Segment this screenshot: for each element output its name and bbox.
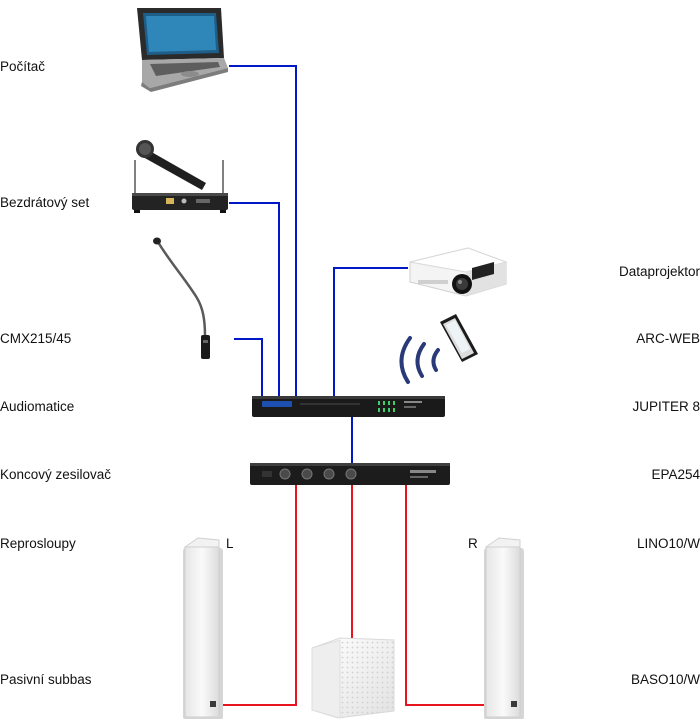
label-column-speakers: Reprosloupy xyxy=(0,536,76,551)
laptop-icon xyxy=(137,8,228,92)
label-audio-matrix-model: JUPITER 8 xyxy=(632,399,700,414)
projector-cable xyxy=(333,267,408,396)
wireless-mic-icon xyxy=(132,140,228,213)
label-gooseneck-model: CMX215/45 xyxy=(0,331,72,346)
label-amplifier: Koncový zesilovač xyxy=(0,467,112,482)
right-speaker-cable xyxy=(405,485,484,706)
label-audio-matrix: Audiomatice xyxy=(0,399,75,414)
label-amplifier-model: EPA254 xyxy=(651,467,700,482)
channel-left-label: L xyxy=(226,536,234,551)
speaker-cables xyxy=(222,485,484,706)
audio-matrix-icon xyxy=(252,396,445,417)
computer-cable xyxy=(229,65,297,396)
smartphone-icon xyxy=(440,314,478,362)
subwoofer-icon xyxy=(311,637,395,719)
label-computer: Počítač xyxy=(0,59,46,74)
wireless-set-cable xyxy=(229,202,280,396)
column-speaker-icon xyxy=(484,537,524,719)
wireless-signal-icon xyxy=(399,336,440,384)
label-projector: Dataprojektor xyxy=(618,264,700,279)
left-speaker-cable xyxy=(222,485,297,706)
label-column-speakers-model: LINO10/W xyxy=(636,536,700,551)
label-passive-sub: Pasivní subbas xyxy=(0,672,92,687)
projector-icon xyxy=(409,247,508,297)
channel-right-label: R xyxy=(468,536,478,551)
label-wireless-set: Bezdrátový set xyxy=(0,195,90,210)
column-speaker-icon xyxy=(183,537,223,719)
gooseneck-cable xyxy=(234,338,263,396)
gooseneck-mic-icon xyxy=(153,237,210,359)
amplifier-icon xyxy=(250,463,450,485)
label-passive-sub-model: BASO10/W xyxy=(630,672,700,687)
label-remote-model: ARC-WEB xyxy=(636,331,700,346)
signal-cables xyxy=(229,65,408,463)
